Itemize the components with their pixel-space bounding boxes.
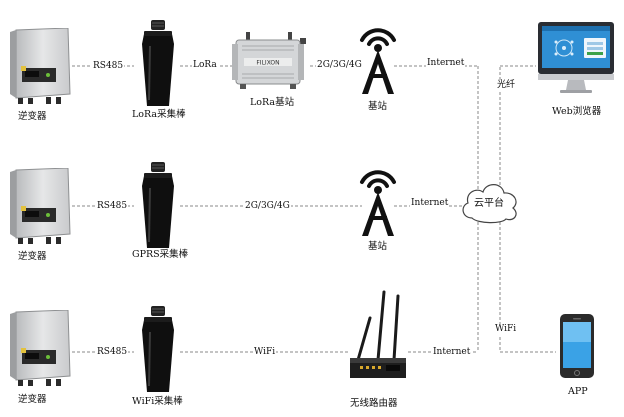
collector-stick-icon <box>142 20 174 106</box>
lora-gateway: FILIXON <box>232 32 312 90</box>
web-monitor <box>536 22 616 94</box>
phone-app <box>558 314 598 380</box>
lora-gateway-icon: FILIXON <box>232 32 306 89</box>
collector-stick-3 <box>138 306 178 394</box>
caption-inverter-1: 逆变器 <box>18 111 47 122</box>
caption-station-2: 基站 <box>368 241 388 252</box>
collector-stick-1 <box>138 20 178 108</box>
phone-icon <box>560 314 594 378</box>
link-label-internet-3: Internet <box>432 347 472 358</box>
inverter-icon <box>10 310 71 386</box>
wireless-router <box>346 290 410 386</box>
link-label-wifi-app: WiFi <box>494 324 518 335</box>
caption-web: Web浏览器 <box>552 106 602 117</box>
link-label-lora: LoRa <box>192 60 218 71</box>
caption-collector-3: WiFi采集棒 <box>132 396 183 407</box>
inverter-icon <box>10 28 71 104</box>
cell-tower-1 <box>356 18 400 96</box>
cell-tower-2 <box>356 160 400 238</box>
caption-inverter-2: 逆变器 <box>18 251 47 262</box>
link-label-4g-1: 2G/3G/4G <box>316 60 363 71</box>
cloud-icon <box>462 184 517 224</box>
collector-stick-icon <box>142 162 174 248</box>
inverter-icon <box>10 168 71 244</box>
link-label-internet-1: Internet <box>426 58 466 69</box>
caption-collector-1: LoRa采集棒 <box>132 109 186 120</box>
collector-stick-2 <box>138 162 178 250</box>
cloud-platform <box>458 176 522 228</box>
monitor-icon <box>538 22 614 93</box>
gateway-brand-text: FILIXON <box>256 60 279 67</box>
caption-inverter-3: 逆变器 <box>18 394 47 405</box>
caption-app: APP <box>568 386 588 397</box>
cell-tower-icon <box>360 28 396 94</box>
link-label-rs485-1: RS485 <box>92 61 125 72</box>
collector-stick-icon <box>142 306 174 392</box>
router-icon <box>350 290 406 378</box>
link-label-internet-2: Internet <box>410 198 450 209</box>
cloud-label: 云平台 <box>474 198 504 209</box>
link-label-rs485-2: RS485 <box>96 201 129 212</box>
link-label-4g-2: 2G/3G/4G <box>244 201 291 212</box>
cell-tower-icon <box>360 170 396 236</box>
link-label-wifi-row: WiFi <box>253 347 277 358</box>
caption-collector-2: GPRS采集棒 <box>132 249 189 260</box>
caption-router: 无线路由器 <box>350 398 398 409</box>
link-label-fiber: 光纤 <box>496 80 517 91</box>
link-label-rs485-3: RS485 <box>96 347 129 358</box>
caption-station-1: 基站 <box>368 101 388 112</box>
caption-gateway: LoRa基站 <box>250 97 295 108</box>
inverter-3 <box>8 310 72 388</box>
inverter-2 <box>8 168 72 246</box>
inverter-1 <box>8 28 72 106</box>
